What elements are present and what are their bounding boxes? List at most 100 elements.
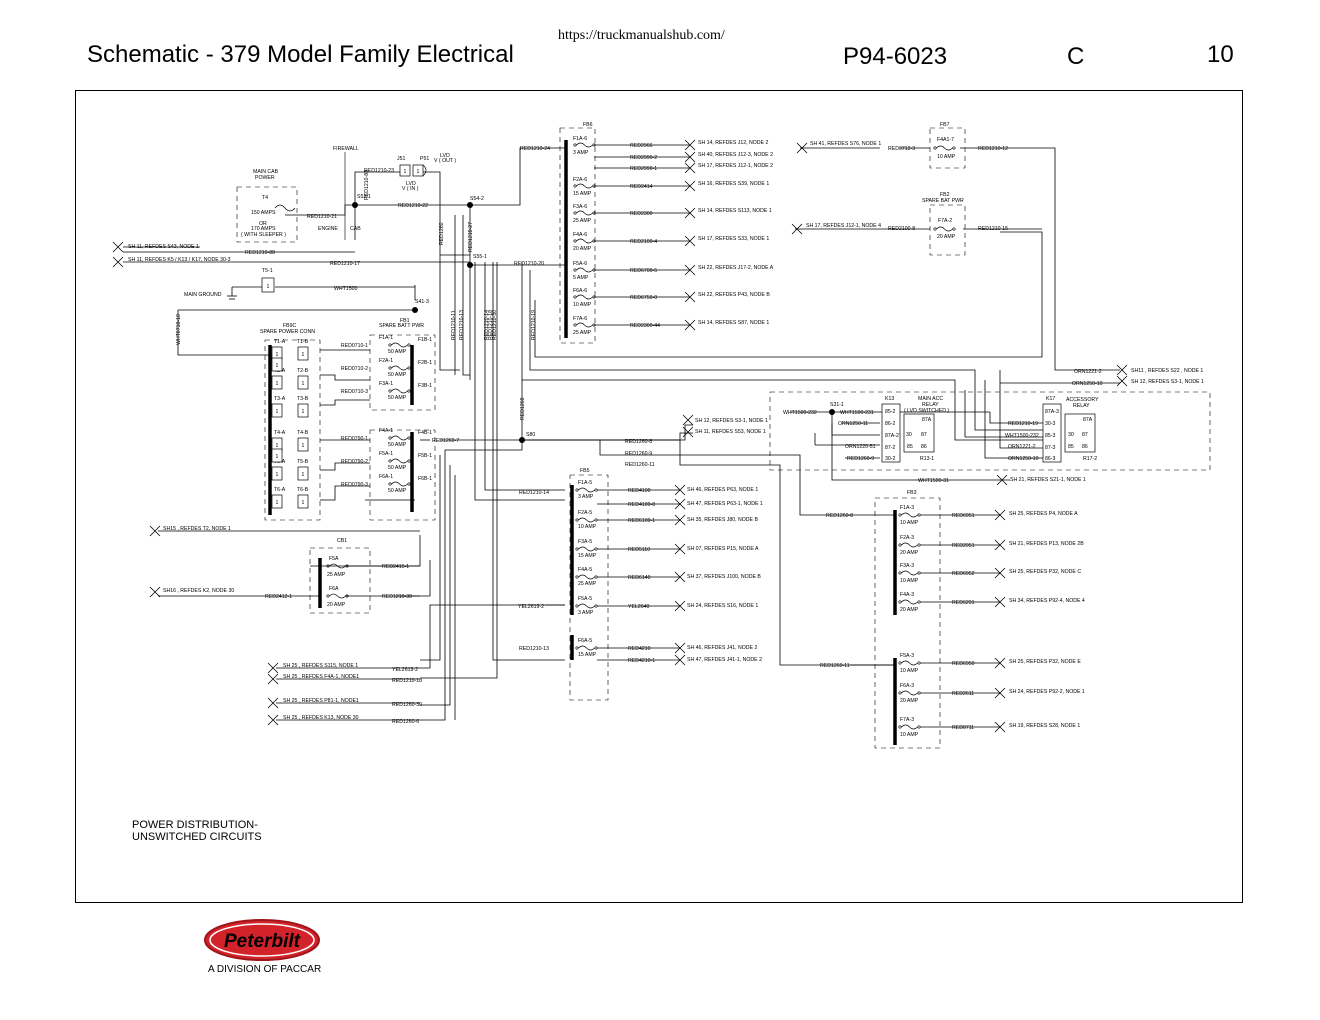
external-ref: SH 16, REFDES S39, NODE 1 <box>698 181 769 187</box>
pin-number: 1 <box>302 381 305 387</box>
fb3-amp-rating: 10 AMP <box>900 732 919 738</box>
t4-amps-label: 170 AMPS <box>251 226 276 232</box>
wire-label: RED1210-13 <box>519 646 549 652</box>
external-ref: SH 14, REFDES S87, NODE 1 <box>698 320 769 326</box>
external-ref: SH 24, REFDES S16, NODE 1 <box>687 603 758 609</box>
fb5-amp-rating: 25 AMP <box>578 581 597 587</box>
fb5-label: FB5 <box>580 468 590 474</box>
external-ref: SH 17, REFDES S33, NODE 1 <box>698 236 769 242</box>
wire-label: RED0790-1 <box>341 436 368 442</box>
fb3-label: FB3 <box>907 490 917 496</box>
wire-label: RED0790-2 <box>341 459 368 465</box>
fb2-label: FB2 <box>940 192 950 198</box>
splice-s55 <box>467 262 473 268</box>
fb9c-terminal <box>271 466 283 481</box>
fb3-fuse <box>901 724 918 730</box>
fb3-fuse <box>917 543 921 547</box>
fb6-fuse <box>573 323 577 327</box>
wire-label: RED1260 <box>439 222 445 245</box>
pin-number: 1 <box>276 454 279 460</box>
fb5-fuse <box>594 488 598 492</box>
wire-label: RED6950 <box>952 661 975 667</box>
bottom-left-terminal <box>267 697 279 709</box>
fb9c-terminal <box>271 448 283 463</box>
fb3-fuse-label: F6A-3 <box>900 683 914 689</box>
fb1-fuse <box>391 481 408 487</box>
t4-label: T4 <box>262 195 268 201</box>
wire-label: RED2412-1 <box>265 594 292 600</box>
main-ground-label: MAIN GROUND <box>184 292 222 298</box>
k13-pin: 87A-2 <box>885 433 899 439</box>
cab-label: CAB <box>350 226 361 232</box>
source-url[interactable]: https://truckmanualshub.com/ <box>558 28 725 43</box>
fb6-terminal <box>684 162 696 174</box>
fb3-terminal <box>994 687 1006 699</box>
k13-pin: 30-2 <box>885 456 895 462</box>
splice-s41 <box>412 307 418 313</box>
fb1-output-label: F2B-1 <box>418 360 432 366</box>
wire-label: RED1210-30 <box>382 594 412 600</box>
k17-label: K17 <box>1046 396 1055 402</box>
fb2-fuse <box>952 227 956 231</box>
fb9c-terminal-label: T1-B <box>297 339 309 345</box>
fb3-fuse <box>898 600 902 604</box>
wire-label: WHT1500 <box>334 286 357 292</box>
fb1-output-label: F1B-1 <box>418 337 432 343</box>
fb5-amp-rating: 15 AMP <box>578 652 597 658</box>
splice-label: S41-3 <box>415 299 429 305</box>
external-ref: SH 19, REFDES S28, NODE 1 <box>1009 723 1080 729</box>
external-ref: SH15 , REFDES T2, NODE 1 <box>163 526 231 532</box>
fb5-fuse <box>594 518 598 522</box>
k13-name: ( LVD SWITCHED ) <box>904 408 949 414</box>
pin-number: 1 <box>302 472 305 478</box>
fb1-fuse <box>407 343 411 347</box>
wire-label: WHT1500-31 <box>918 478 949 484</box>
fb3-fuse-label: F1A-3 <box>900 505 914 511</box>
wire-label: RED0710-1 <box>341 343 368 349</box>
fb3-fuse-label: F4A-3 <box>900 592 914 598</box>
wire-label: YEL2619-2 <box>518 604 544 610</box>
pin-number: 1 <box>404 169 407 175</box>
fb5-fuse <box>575 575 579 579</box>
wire-label: WHT1500-231 <box>840 410 874 416</box>
k17-name: ACCESSORY <box>1066 397 1099 403</box>
fb1-output-label: F5B-1 <box>418 453 432 459</box>
sh12-s3-terminal <box>1116 375 1128 387</box>
wire-label: RED2966 <box>630 143 653 149</box>
fb3-fuse <box>898 543 902 547</box>
fb5-fuse <box>575 547 579 551</box>
fb5-fuse-label: F6A-5 <box>578 638 592 644</box>
external-ref: SH 22, REFDES P43, NODE B <box>698 292 770 298</box>
fb5-fuse <box>594 575 598 579</box>
pin-number: 1 <box>302 352 305 358</box>
fb3-fuse <box>898 513 902 517</box>
sh17-terminal <box>791 223 803 235</box>
fb9c-terminal-label: T5-B <box>297 459 309 465</box>
fb9c-terminal <box>297 375 309 390</box>
k17-pin: 86-3 <box>1045 456 1055 462</box>
fb5-amp-rating: 10 AMP <box>578 524 597 530</box>
footnote-line-2: UNSWITCHED CIRCUITS <box>132 831 262 843</box>
wire-label: RED2100-8 <box>888 226 915 232</box>
fb5-fuse <box>594 547 598 551</box>
fb9c-terminal <box>297 437 309 452</box>
revision-letter: C <box>1067 43 1085 70</box>
fb6-fuse <box>576 183 593 189</box>
relay-term: 30 <box>1068 432 1074 438</box>
wire-label: RED2951 <box>952 543 975 549</box>
wire-label: RED1210-14 <box>519 490 549 496</box>
schematic-title: Schematic - 379 Model Family Electrical <box>87 41 514 68</box>
fb3-fuse <box>901 660 918 666</box>
k13-pin: 86-2 <box>885 421 895 427</box>
sheet-footnote: POWER DISTRIBUTION- UNSWITCHED CIRCUITS <box>132 819 262 843</box>
firewall-label: FIREWALL <box>333 146 359 152</box>
fb5-amp-rating: 3 AMP <box>578 494 594 500</box>
lvd-label: V ( IN ) <box>402 186 419 192</box>
fb6-amp-rating: 20 AMP <box>573 246 592 252</box>
k13-pin: 87-2 <box>885 445 895 451</box>
wire-label: RED1210-88 <box>245 250 275 256</box>
wire-label: WHT1500-232 <box>1005 433 1039 439</box>
fb5-fuse <box>578 603 595 609</box>
wire-label: RED1260-11 <box>820 663 850 669</box>
external-ref: SH 17, REFDES J12-1, NODE 4 <box>806 223 881 229</box>
